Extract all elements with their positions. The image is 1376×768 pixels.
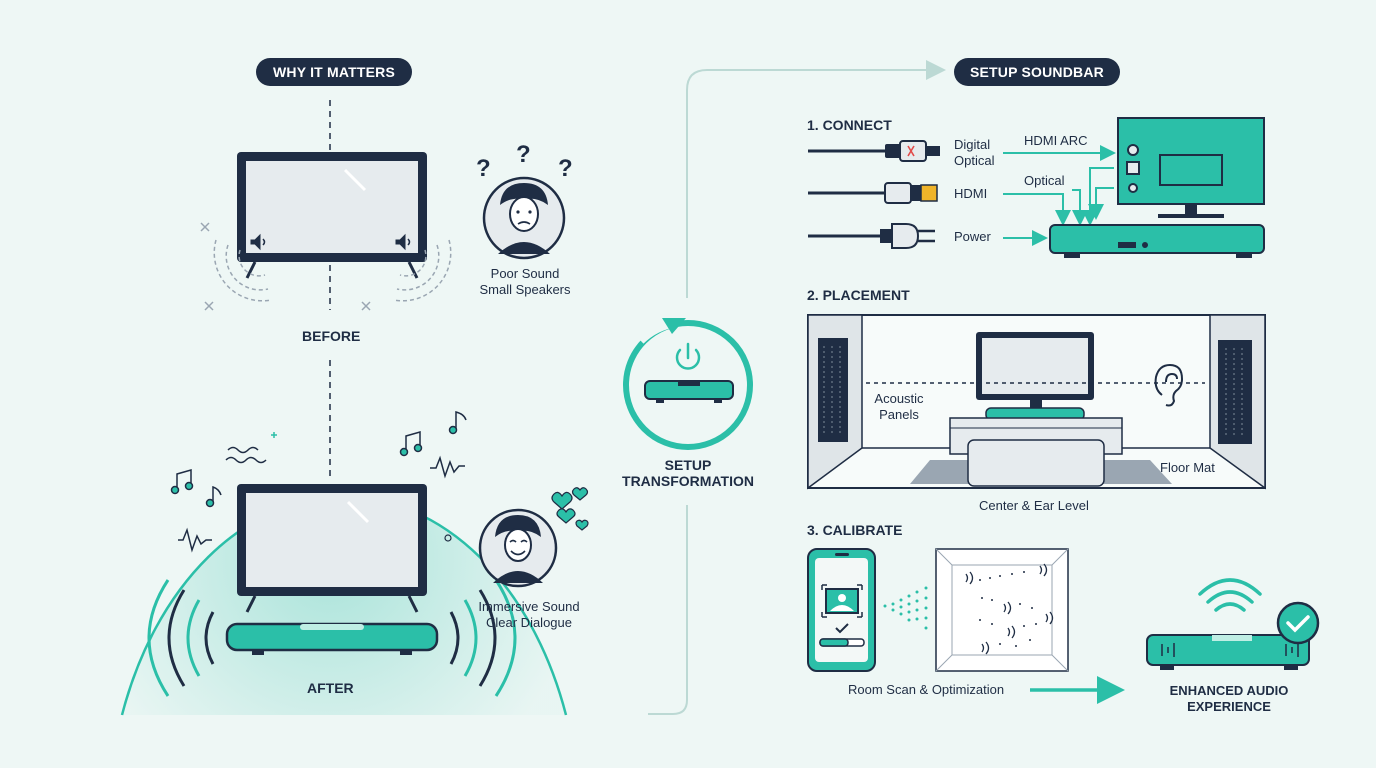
connect-title: 1. CONNECT bbox=[807, 117, 892, 133]
before-tv bbox=[237, 152, 427, 279]
plug-icon bbox=[808, 140, 940, 249]
setup-transformation-line1: SETUP bbox=[664, 457, 712, 473]
after-label: AFTER bbox=[307, 680, 354, 696]
acoustic-panels-label: Acoustic Panels bbox=[864, 391, 934, 423]
enhanced-audio-label: ENHANCED AUDIO EXPERIENCE bbox=[1152, 683, 1306, 715]
connect-tv bbox=[1117, 117, 1265, 218]
power-icon bbox=[675, 342, 701, 370]
svg-text:?: ? bbox=[476, 155, 491, 182]
image-icon bbox=[821, 584, 863, 618]
after-tv bbox=[237, 484, 427, 613]
poor-sound-caption: Poor Sound Small Speakers bbox=[470, 266, 580, 298]
flow-arrow-top bbox=[686, 60, 946, 298]
enhanced-audio-line1: ENHANCED AUDIO bbox=[1169, 683, 1289, 698]
room-scan-caption: Room Scan & Optimization bbox=[848, 682, 1005, 697]
svg-text:?: ? bbox=[558, 155, 573, 182]
immersive-caption: Immersive Sound Clear Dialogue bbox=[466, 599, 592, 631]
hdmi-label: HDMI bbox=[954, 186, 988, 201]
strong-sound-waves bbox=[147, 579, 517, 697]
checkmark-icon bbox=[1276, 601, 1320, 645]
setup-transformation-label: SETUP TRANSFORMATION bbox=[612, 457, 764, 489]
middle-soundbar bbox=[644, 380, 734, 403]
optical-port-label: Optical bbox=[1024, 173, 1065, 188]
placement-title: 2. PLACEMENT bbox=[807, 287, 910, 303]
immersive-line1: Immersive Sound bbox=[478, 599, 580, 614]
hdmi-arc-label: HDMI ARC bbox=[1024, 133, 1088, 148]
power-label: Power bbox=[954, 229, 991, 244]
result-soundbar bbox=[1146, 634, 1310, 670]
speaker-icon bbox=[250, 233, 411, 251]
waveform-lines bbox=[178, 432, 465, 553]
happy-face-icon bbox=[478, 508, 558, 588]
acoustic-line2: Panels bbox=[879, 407, 919, 422]
heart-icon bbox=[444, 487, 589, 542]
svg-text:?: ? bbox=[516, 141, 531, 168]
immersive-line2: Clear Dialogue bbox=[486, 615, 572, 630]
calibrate-title: 3. CALIBRATE bbox=[807, 522, 903, 538]
before-label: BEFORE bbox=[302, 328, 361, 344]
enhanced-audio-line2: EXPERIENCE bbox=[1187, 699, 1271, 714]
center-ear-level-caption: Center & Ear Level bbox=[979, 498, 1089, 513]
setup-soundbar-header: SETUP SOUNDBAR bbox=[954, 58, 1120, 86]
question-mark-icon: ? ? ? bbox=[476, 141, 573, 182]
weak-sound-waves bbox=[213, 239, 452, 302]
music-note-icon bbox=[170, 411, 467, 508]
digital-optical-line2: Optical bbox=[954, 153, 995, 168]
ear-icon bbox=[1154, 363, 1184, 407]
acoustic-line1: Acoustic bbox=[874, 391, 924, 406]
connect-soundbar bbox=[1049, 224, 1265, 258]
room-scan-box bbox=[935, 548, 1069, 672]
placement-room bbox=[807, 314, 1266, 490]
sad-face-icon bbox=[482, 176, 566, 260]
digital-optical-line1: Digital bbox=[954, 137, 991, 152]
connect-arrows bbox=[1003, 145, 1116, 246]
poor-sound-line1: Poor Sound bbox=[490, 266, 560, 281]
flow-line-bottom bbox=[648, 505, 688, 715]
transformation-cycle bbox=[623, 317, 753, 450]
x-marks bbox=[200, 222, 371, 311]
scan-beam bbox=[883, 586, 928, 630]
checkmark-icon bbox=[819, 623, 865, 647]
after-soundbar bbox=[225, 622, 439, 655]
why-it-matters-header: WHY IT MATTERS bbox=[256, 58, 412, 86]
poor-sound-line2: Small Speakers bbox=[479, 282, 571, 297]
setup-transformation-line2: TRANSFORMATION bbox=[622, 473, 754, 489]
floor-mat-label: Floor Mat bbox=[1160, 460, 1215, 475]
digital-optical-label: Digital Optical bbox=[954, 137, 994, 169]
wifi-icon bbox=[1198, 578, 1262, 612]
